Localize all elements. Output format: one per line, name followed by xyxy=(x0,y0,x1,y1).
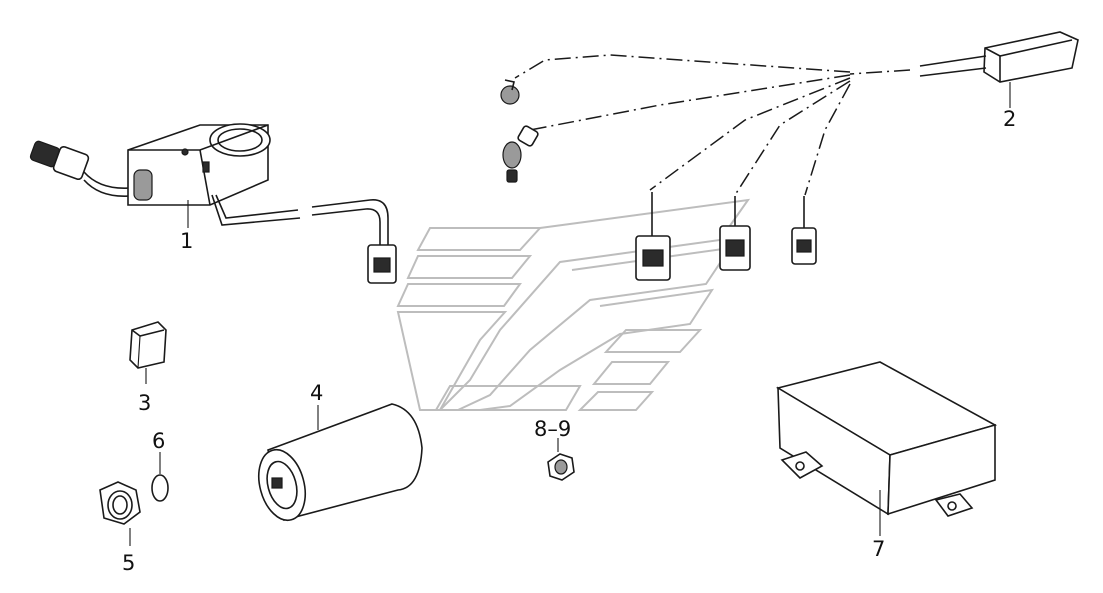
callout-3: 3 xyxy=(138,391,151,415)
callout-7: 7 xyxy=(872,537,885,561)
callout-8-9: 8–9 xyxy=(534,417,571,441)
part-5-threaded-fitting xyxy=(99,481,141,546)
callout-6: 6 xyxy=(152,429,165,453)
part-2-wiring-harness xyxy=(500,31,1079,281)
part-6-o-ring xyxy=(151,452,169,502)
watermark-logo xyxy=(396,198,751,411)
callout-2: 2 xyxy=(1003,107,1016,131)
part-1-handlebar-switch xyxy=(29,123,397,284)
part-8-9-nut xyxy=(547,438,575,481)
callout-4: 4 xyxy=(310,381,323,405)
part-3-relay xyxy=(129,321,167,384)
callout-1: 1 xyxy=(180,229,193,253)
callout-5: 5 xyxy=(122,551,135,575)
part-4-cylinder-capacitor xyxy=(257,403,423,522)
part-7-control-box xyxy=(775,361,998,536)
